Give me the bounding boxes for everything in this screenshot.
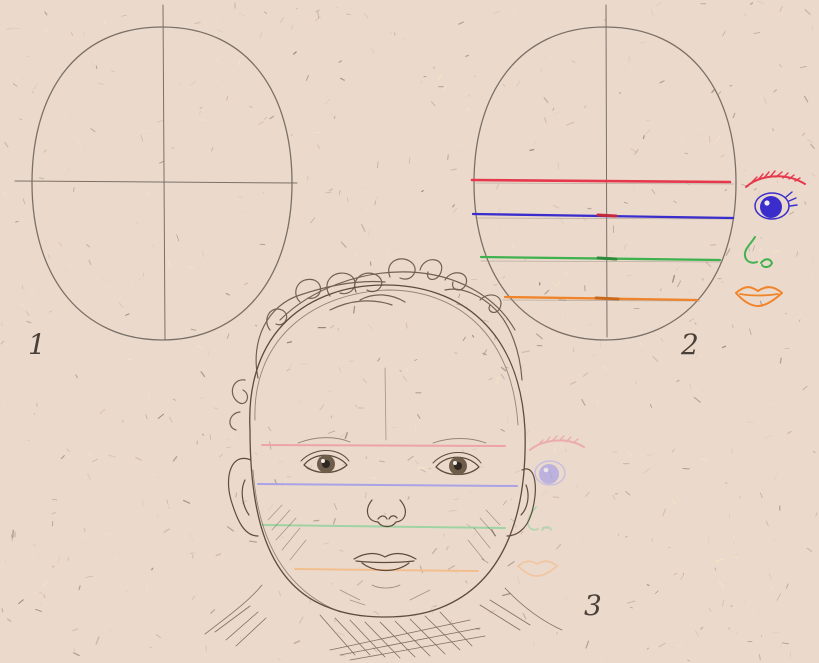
paper-fiber [53,566,54,567]
step-number-3: 3 [584,589,602,622]
paper-fiber [367,208,368,210]
paper-fiber [98,637,99,639]
paper-fiber [228,439,231,440]
paper-fiber [129,359,132,360]
paper-fiber [90,453,91,454]
paper-fiber [528,443,529,448]
paper-fiber [799,320,800,322]
paper-fiber [812,27,813,29]
paper-fiber [733,325,734,328]
paper-fiber [150,647,152,648]
paper-fiber [697,389,698,391]
paper-fiber [408,497,409,499]
paper-fiber [448,155,449,160]
paper-fiber [466,581,467,583]
paper-fiber [451,169,456,170]
paper-fiber [472,449,477,450]
paper-fiber [711,245,716,246]
paper-fiber [647,120,650,121]
paper-fiber [419,468,425,469]
center-tick [598,215,616,216]
paper-fiber [685,153,688,154]
paper-fiber [200,108,202,109]
step-number-2: 2 [680,328,699,361]
paper-fiber [643,136,644,139]
paper-fiber [126,591,128,592]
paper-fiber [136,223,138,224]
paper-fiber [773,251,780,252]
paper-fiber [530,150,534,151]
paper-fiber [678,646,682,647]
paper-fiber [494,285,497,286]
center-tick [598,258,616,259]
paper-fiber [152,568,153,569]
paper-fiber [288,342,292,343]
center-tick [596,298,618,299]
paper-fiber [612,452,617,453]
paper-fiber [387,252,389,253]
paper-fiber [314,520,319,521]
paper-fiber [702,279,703,280]
eyebrow-guide-line [262,445,505,446]
paper-fiber [366,457,367,459]
paper-fiber [647,585,649,586]
paper-fiber [511,499,512,500]
paper-fiber [13,531,14,538]
paper-fiber [805,304,811,305]
paper-fiber [690,385,691,389]
paper-fiber [474,76,476,77]
paper-fiber [780,358,781,363]
paper-fiber [466,55,469,56]
paper-fiber [16,78,17,80]
step-number-1: 1 [28,328,46,361]
paper-fiber [551,57,552,58]
paper-fiber [236,493,237,497]
paper-fiber [74,188,75,192]
paper-fiber [734,536,735,539]
paper-fiber [296,8,298,9]
paper-fiber [627,275,632,276]
paper-fiber [422,191,423,192]
paper-fiber [415,424,416,429]
paper-fiber [296,79,298,80]
paper-fiber [731,606,732,607]
paper-fiber [472,335,473,337]
paper-fiber [756,16,757,18]
paper-fiber [469,96,471,97]
paper-fiber [774,539,775,540]
paper-fiber [433,606,437,607]
paper-fiber [626,536,628,537]
